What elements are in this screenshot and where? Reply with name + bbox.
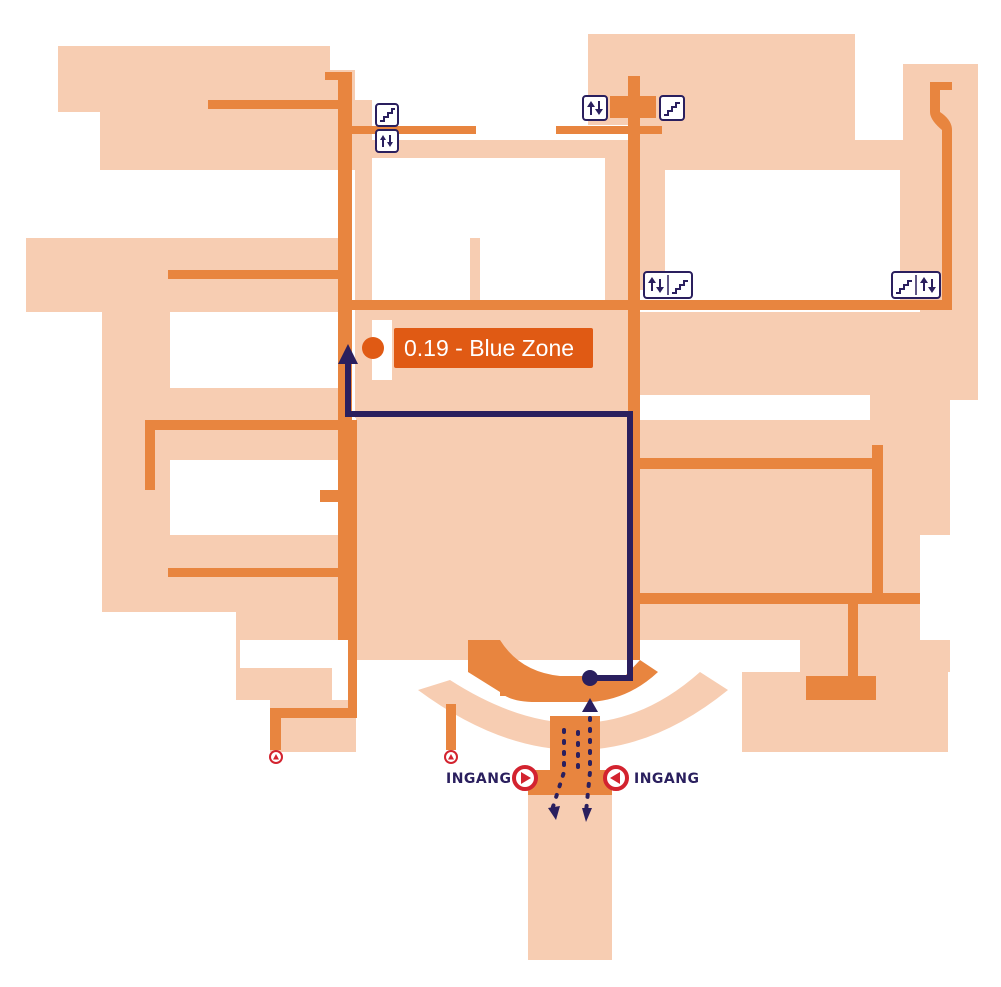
elevator-icon[interactable]	[375, 129, 399, 153]
entrance-dotted-paths	[550, 716, 592, 814]
exit-triangle-icon[interactable]	[269, 750, 283, 764]
stairs-icon	[896, 280, 912, 294]
route-line	[345, 360, 633, 681]
entrance-left[interactable]: INGANG	[446, 765, 538, 791]
entrance-arrow-icon	[512, 765, 538, 791]
vertical-circulation-icons	[375, 95, 941, 299]
stairs-and-elevator-icon[interactable]	[891, 271, 941, 299]
exit-triangle-icon[interactable]	[444, 750, 458, 764]
route	[338, 344, 633, 822]
destination-dot-icon[interactable]	[362, 337, 384, 359]
destination-label: 0.19 - Blue Zone	[404, 335, 574, 361]
stairs-icon	[672, 280, 688, 294]
elevator-and-stairs-icon[interactable]	[643, 271, 693, 299]
entrance-label-left: INGANG	[446, 771, 511, 787]
elevator-icon	[920, 277, 936, 293]
entrance-right[interactable]: INGANG	[603, 765, 699, 791]
route-start-dot	[582, 670, 598, 686]
entrance-label-right: INGANG	[634, 771, 699, 787]
destination[interactable]: 0.19 - Blue Zone	[362, 328, 593, 368]
entrance-guidance-arrowhead	[582, 698, 598, 712]
stairs-icon[interactable]	[375, 103, 399, 127]
emergency-exits	[269, 750, 458, 764]
elevator-icon[interactable]	[582, 95, 608, 121]
courtyards	[170, 158, 900, 668]
entrance-arrow-icon	[603, 765, 629, 791]
stairs-icon[interactable]	[659, 95, 685, 121]
destination-badge[interactable]	[394, 328, 593, 368]
elevator-icon	[648, 277, 664, 293]
route-arrowhead	[338, 344, 358, 364]
